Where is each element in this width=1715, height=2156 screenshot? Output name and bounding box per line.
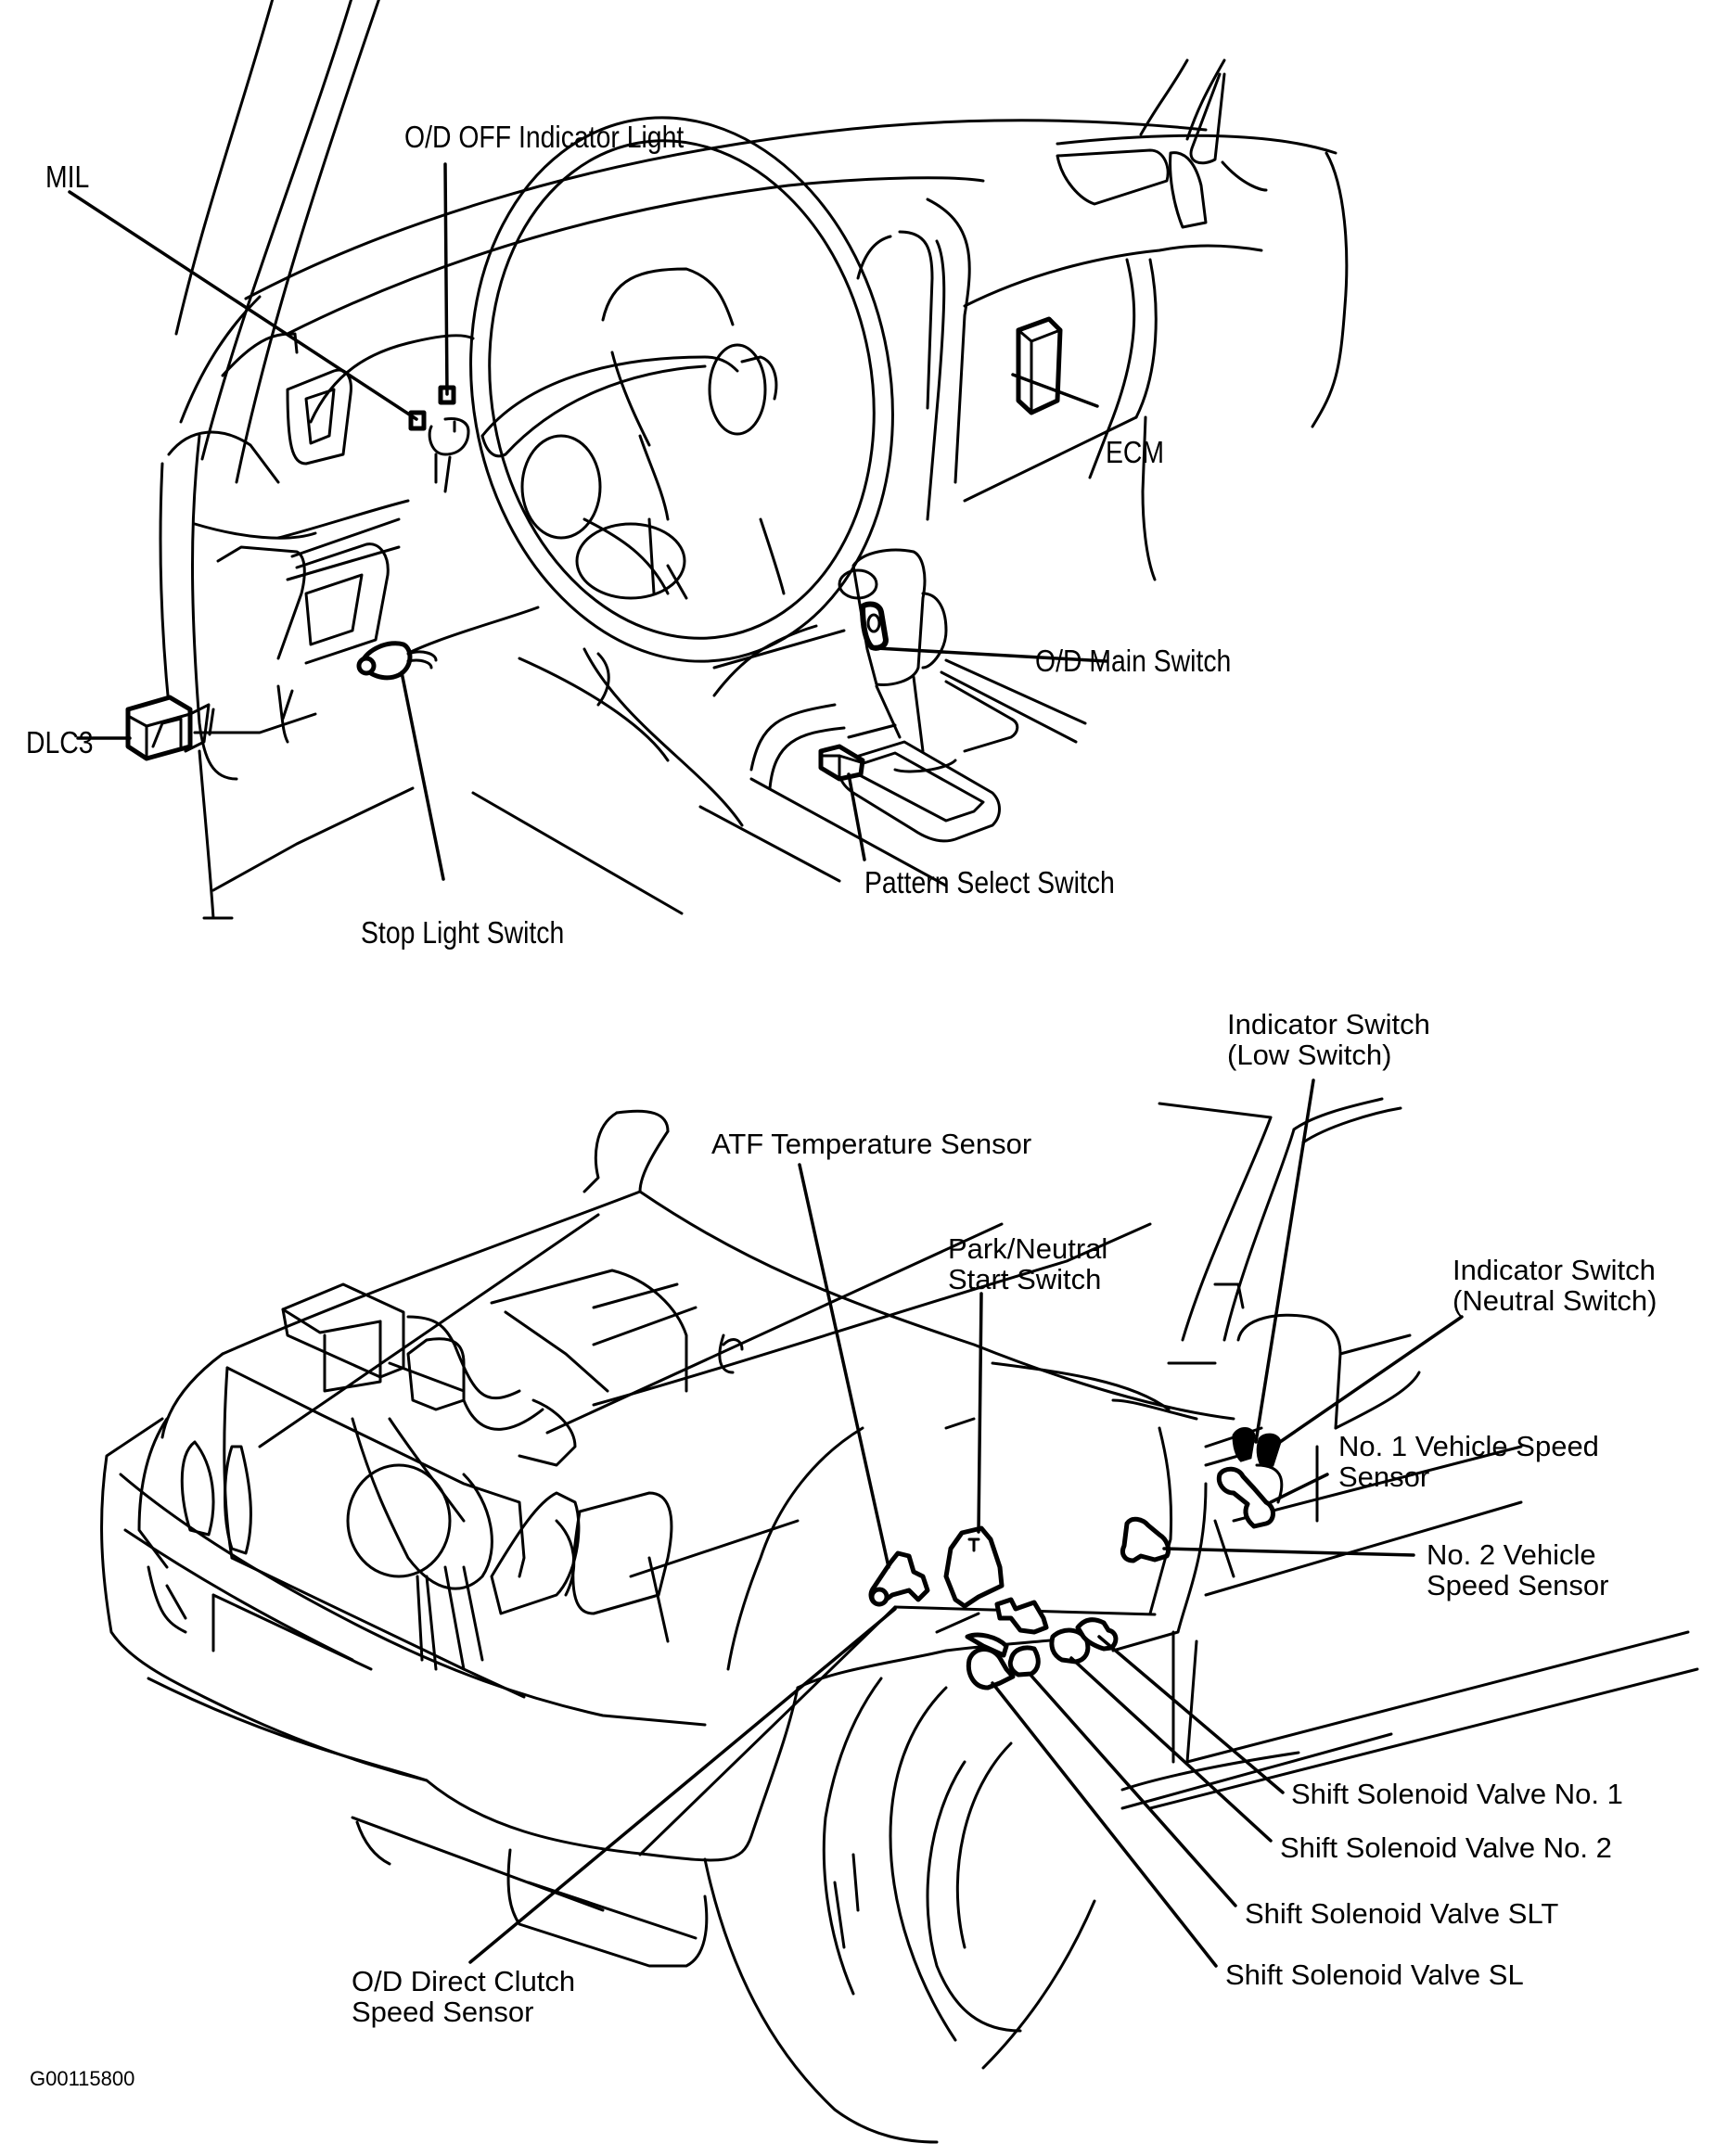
dashboard-drawing: [125, 0, 1349, 920]
label-od-direct-clutch-speed-sensor: O/D Direct Clutch Speed Sensor: [352, 1965, 576, 2029]
leader-od-off: [443, 162, 449, 396]
label-shift-solenoid-valve-no1: Shift Solenoid Valve No. 1: [1291, 1778, 1623, 1810]
leader-park-neutral: [977, 1292, 983, 1534]
leader-no1-vss: [1269, 1473, 1329, 1504]
leader-indicator-low: [1254, 1078, 1315, 1444]
leader-no2-vss: [1162, 1547, 1415, 1557]
indicator-switch-low: [1232, 1427, 1256, 1462]
steering-wheel: [469, 116, 894, 663]
leader-mil: [68, 190, 418, 421]
atf-temperature-sensor: [868, 1550, 930, 1607]
ecm-module: [1016, 316, 1063, 415]
park-neutral-start-switch: [943, 1525, 1005, 1609]
pattern-select-switch: [818, 744, 865, 782]
leader-ecm: [1011, 373, 1099, 408]
leader-indicator-neutral: [1278, 1315, 1464, 1444]
vehicle-front-drawing: [100, 1097, 1699, 2144]
label-atf-temperature-sensor: ATF Temperature Sensor: [711, 1128, 1032, 1160]
label-mil: MIL: [45, 159, 90, 194]
leader-stop-light: [400, 670, 445, 881]
label-ecm: ECM: [1106, 435, 1165, 469]
label-no1-vehicle-speed-sensor: No. 1 Vehicle Speed Sensor: [1338, 1430, 1599, 1494]
leader-ssv1: [1097, 1635, 1285, 1794]
shift-solenoid-valve-slt: [965, 1632, 1041, 1678]
label-pattern-select-switch: Pattern Select Switch: [864, 865, 1115, 899]
leader-od-main: [875, 646, 1108, 663]
shift-solenoid-valve-sl: [966, 1647, 1016, 1690]
figure-code: G00115800: [30, 2067, 135, 2090]
od-direct-clutch-speed-sensor: [994, 1597, 1049, 1635]
leader-ssv-slt: [1028, 1672, 1237, 1907]
dlc3-connector: [125, 695, 215, 761]
label-shift-solenoid-valve-sl: Shift Solenoid Valve SL: [1225, 1958, 1524, 1991]
label-park-neutral-start-switch: Park/Neutral Start Switch: [948, 1232, 1108, 1296]
label-od-off-indicator-light: O/D OFF Indicator Light: [404, 120, 685, 154]
no2-vehicle-speed-sensor: [1120, 1516, 1171, 1563]
stop-light-switch: [356, 641, 438, 681]
label-shift-solenoid-valve-no2: Shift Solenoid Valve No. 2: [1280, 1831, 1612, 1864]
label-indicator-switch-low: Indicator Switch (Low Switch): [1227, 1008, 1430, 1072]
label-no2-vehicle-speed-sensor: No. 2 Vehicle Speed Sensor: [1427, 1538, 1609, 1602]
engine-parts: [868, 1427, 1284, 1690]
label-stop-light-switch: Stop Light Switch: [361, 915, 565, 950]
label-indicator-switch-neutral: Indicator Switch (Neutral Switch): [1453, 1254, 1657, 1318]
leader-atf-temp: [798, 1163, 890, 1569]
shift-lever: [698, 548, 1087, 887]
label-shift-solenoid-valve-slt: Shift Solenoid Valve SLT: [1245, 1897, 1559, 1930]
shift-solenoid-valve-no2: [1049, 1627, 1091, 1665]
leader-od-clutch: [468, 1607, 897, 1964]
leader-ssv-sl: [991, 1681, 1218, 1968]
no1-vehicle-speed-sensor: [1216, 1463, 1284, 1529]
leader-pattern-select: [847, 772, 866, 861]
label-od-main-switch: O/D Main Switch: [1035, 644, 1232, 678]
indicator-switch-neutral: [1256, 1433, 1282, 1467]
leader-ssv2: [1069, 1656, 1273, 1843]
label-dlc3: DLC3: [26, 725, 94, 759]
